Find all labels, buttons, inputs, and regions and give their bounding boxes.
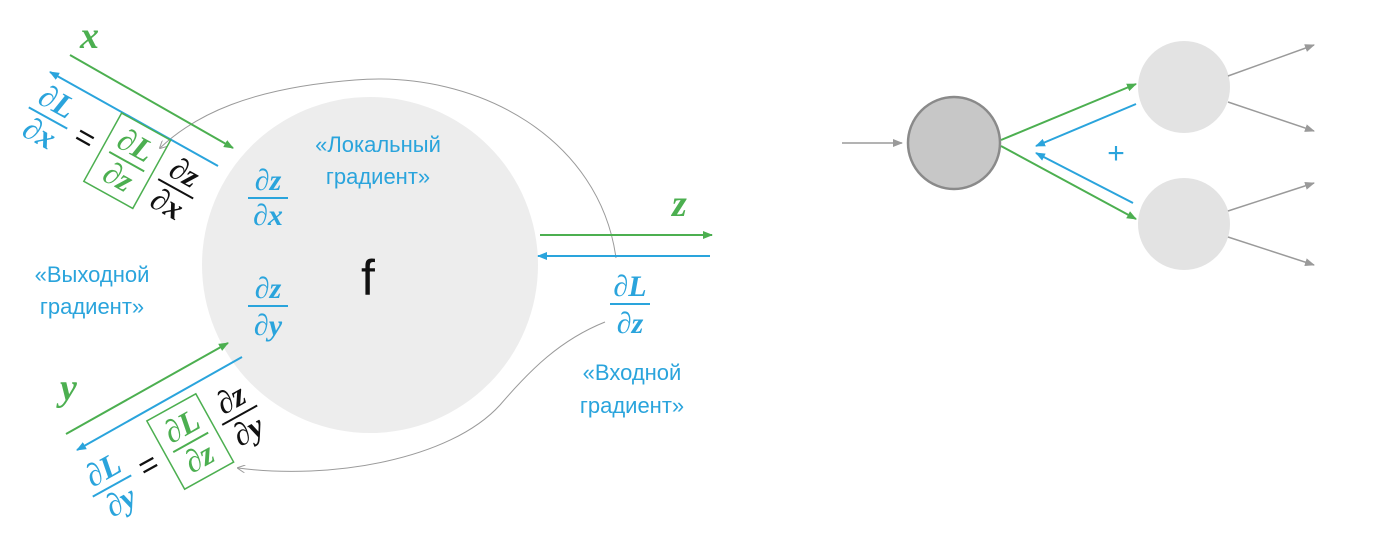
right-out-arrow-4: [1227, 236, 1315, 267]
caption-output-gradient-1: «Выходной: [35, 262, 150, 287]
label-x: x: [79, 15, 99, 57]
local-gradient-dz-dx: ∂z ∂x: [248, 164, 288, 232]
eqx-upstream-box: [82, 112, 172, 210]
right-child-node-bottom: [1138, 178, 1230, 270]
eqx-equals: =: [68, 117, 102, 158]
local-dzdy-den: ∂y: [254, 309, 283, 342]
local-dzdy-num: ∂z: [255, 272, 282, 305]
right-out-arrow-1: [1227, 44, 1315, 77]
eqy-dldz-bar: [172, 431, 209, 453]
label-y: y: [56, 367, 77, 409]
right-backward-arrow-top: [1035, 103, 1137, 147]
loop-bottom-connector: [238, 321, 606, 471]
label-z: z: [670, 183, 687, 225]
right-forward-arrow-top: [1000, 83, 1137, 141]
eqy-equals: =: [131, 444, 165, 485]
caption-local-gradient-2: градиент»: [326, 164, 430, 189]
right-child-node-top: [1138, 41, 1230, 133]
upstream-gradient-dl-dz: ∂L ∂z: [610, 270, 650, 340]
eqx-dldz-bar: [108, 151, 145, 173]
equation-dl-dx: ∂L ∂x = ∂L ∂z ∂z ∂x: [17, 77, 206, 227]
right-plus-sign: +: [1107, 137, 1125, 170]
eqx-dldx-bar: [28, 106, 68, 130]
eqy-upstream-box: [145, 392, 235, 491]
eqx-dzdx-bar: [157, 178, 194, 200]
caption-output-gradient-2: градиент»: [40, 294, 144, 319]
eqy-dldy-bar: [92, 474, 132, 498]
right-source-node: [906, 95, 1002, 191]
right-out-arrow-2: [1227, 101, 1315, 132]
node-f: [202, 97, 538, 433]
caption-input-gradient-2: градиент»: [580, 393, 684, 418]
upstream-dldz-den: ∂z: [617, 307, 644, 340]
local-dzdx-num: ∂z: [255, 164, 282, 197]
y-forward-arrow: [65, 342, 229, 435]
local-dzdx-den: ∂x: [253, 199, 283, 232]
right-backward-arrow-bottom: [1035, 152, 1134, 204]
local-gradient-dz-dy: ∂z ∂y: [248, 272, 288, 342]
loop-top-connector: [160, 78, 617, 259]
caption-input-gradient-1: «Входной: [583, 360, 682, 385]
upstream-dldz-num: ∂L: [613, 270, 646, 303]
y-backward-arrow: [76, 356, 243, 451]
x-forward-arrow: [69, 54, 234, 149]
node-f-label: f: [361, 250, 375, 306]
eqy-dzdy-bar: [221, 404, 258, 426]
right-out-arrow-3: [1227, 181, 1315, 212]
caption-local-gradient-1: «Локальный: [315, 132, 441, 157]
x-backward-arrow: [49, 71, 219, 167]
right-forward-arrow-bottom: [1000, 145, 1137, 220]
